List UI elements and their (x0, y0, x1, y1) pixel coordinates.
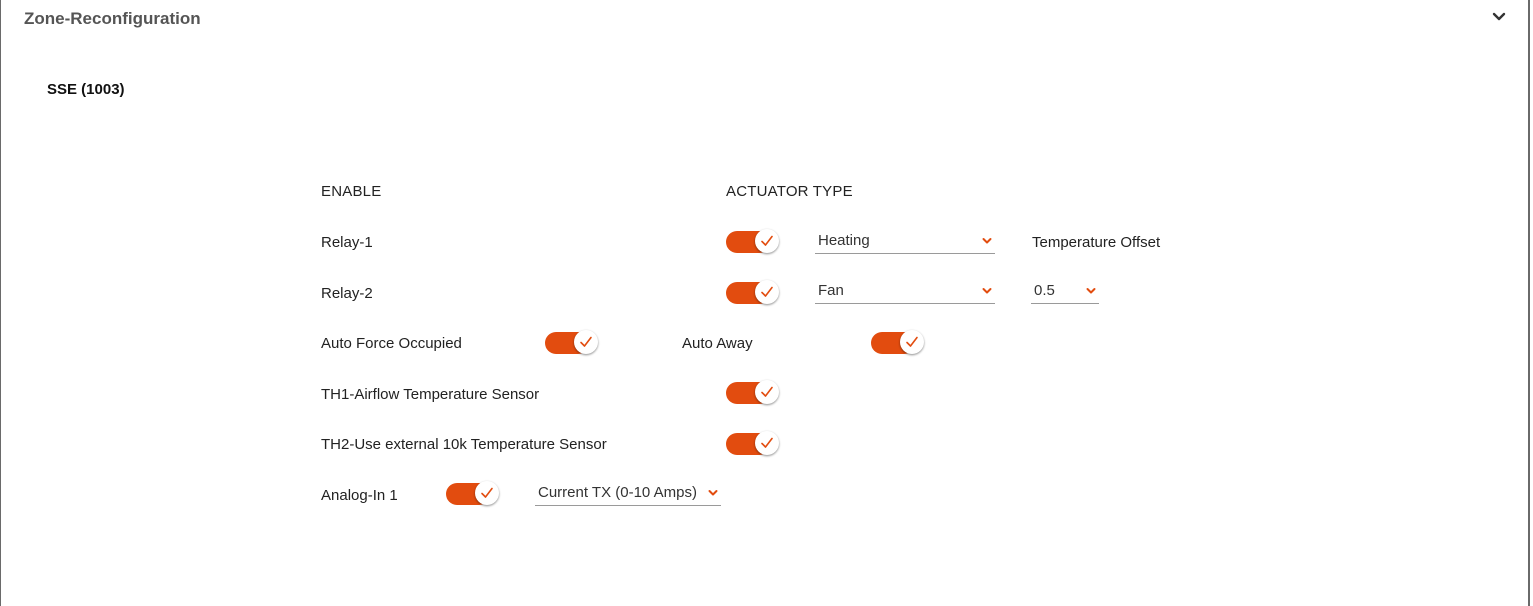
toggle-knob (475, 481, 499, 505)
relay-1-actuator-select[interactable]: Heating (815, 231, 995, 254)
toggle-knob (900, 330, 924, 354)
toggle-knob (574, 330, 598, 354)
chevron-down-icon (982, 238, 992, 244)
chevron-down-icon (708, 490, 718, 496)
check-icon (761, 286, 773, 297)
analog-in-1-type-value: Current TX (0-10 Amps) (538, 484, 697, 501)
toggle-knob (755, 431, 779, 455)
temperature-offset-select[interactable]: 0.5 (1031, 281, 1099, 304)
chevron-down-icon (1086, 288, 1096, 294)
relay-2-label: Relay-2 (321, 285, 373, 302)
analog-in-1-label: Analog-In 1 (321, 487, 398, 504)
check-icon (481, 487, 493, 498)
analog-in-1-toggle[interactable] (446, 481, 500, 507)
panel-title: Zone-Reconfiguration (24, 9, 201, 28)
check-icon (580, 336, 592, 347)
actuator-type-column-header: ACTUATOR TYPE (726, 183, 853, 200)
panel-header[interactable]: Zone-Reconfiguration (1, 0, 1528, 38)
check-icon (906, 336, 918, 347)
check-icon (761, 386, 773, 397)
relay-2-actuator-select[interactable]: Fan (815, 281, 995, 304)
relay-2-toggle[interactable] (726, 280, 780, 306)
chevron-down-icon (982, 288, 992, 294)
th2-label: TH2-Use external 10k Temperature Sensor (321, 436, 607, 453)
auto-away-toggle[interactable] (871, 330, 925, 356)
enable-column-header: ENABLE (321, 183, 382, 200)
toggle-knob (755, 280, 779, 304)
temperature-offset-label: Temperature Offset (1032, 234, 1161, 251)
temperature-offset-value: 0.5 (1034, 282, 1055, 299)
check-icon (761, 235, 773, 246)
th1-label: TH1-Airflow Temperature Sensor (321, 386, 540, 403)
toggle-knob (755, 380, 779, 404)
device-title: SSE (1003) (47, 81, 125, 98)
chevron-down-icon[interactable] (1492, 10, 1506, 24)
th1-toggle[interactable] (726, 380, 780, 406)
th2-toggle[interactable] (726, 431, 780, 457)
auto-away-label: Auto Away (682, 335, 753, 352)
analog-in-1-type-select[interactable]: Current TX (0-10 Amps) (535, 483, 721, 506)
check-icon (761, 437, 773, 448)
relay-1-label: Relay-1 (321, 234, 373, 251)
relay-1-toggle[interactable] (726, 229, 780, 255)
toggle-knob (755, 229, 779, 253)
relay-1-actuator-value: Heating (818, 232, 870, 249)
relay-2-actuator-value: Fan (818, 282, 844, 299)
auto-force-occupied-label: Auto Force Occupied (321, 335, 462, 352)
auto-force-occupied-toggle[interactable] (545, 330, 599, 356)
